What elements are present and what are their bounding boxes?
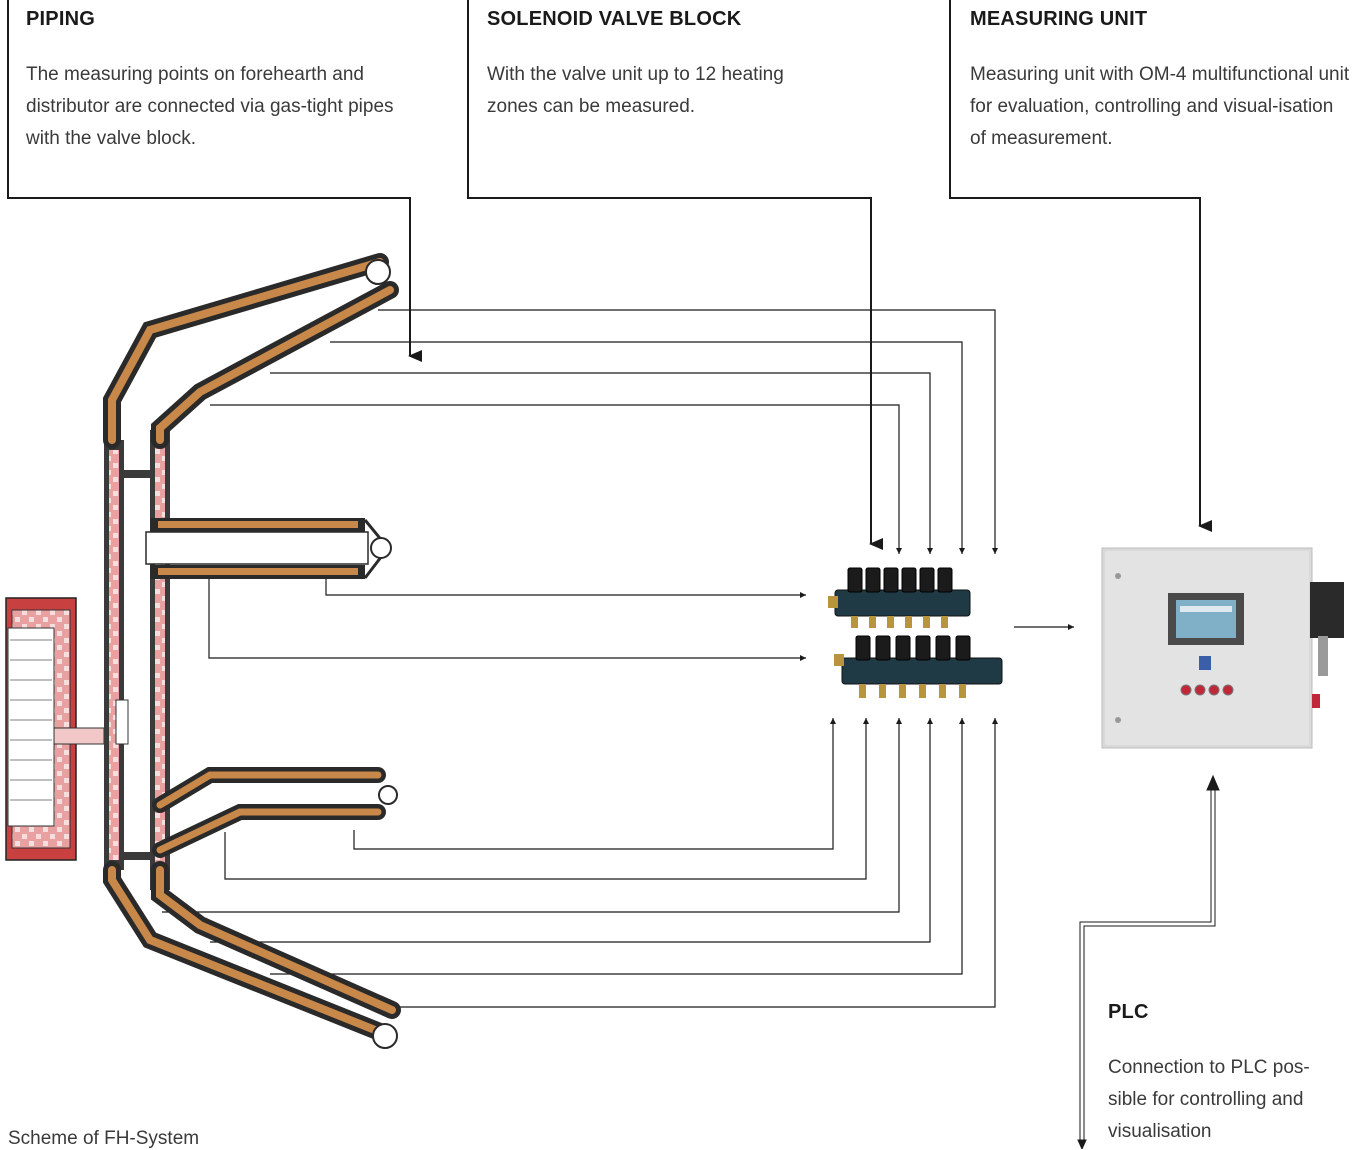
measuring-cabinet [1102,548,1344,748]
plc-arrow-down [1078,1140,1086,1149]
measuring-leader-line [950,0,1200,526]
measuring-lines-top [210,310,995,554]
valve-coils-top [848,568,952,592]
valve-fittings-bottom [859,684,966,698]
solenoid-valve-block [828,568,1002,698]
distributor-channel [104,430,170,890]
forehearth-upper [112,260,390,440]
forehearth-middle [146,518,391,579]
callout-leaders [8,0,1200,544]
melting-furnace [6,598,104,860]
measuring-lines-middle [209,578,806,658]
valve-coils-bottom [856,636,970,660]
valve-fittings-top [851,616,948,628]
plc-connection [1078,776,1219,1149]
plc-arrow-up [1207,776,1219,790]
valve-leader-line [468,0,871,544]
forehearth-scheme [6,260,397,1048]
